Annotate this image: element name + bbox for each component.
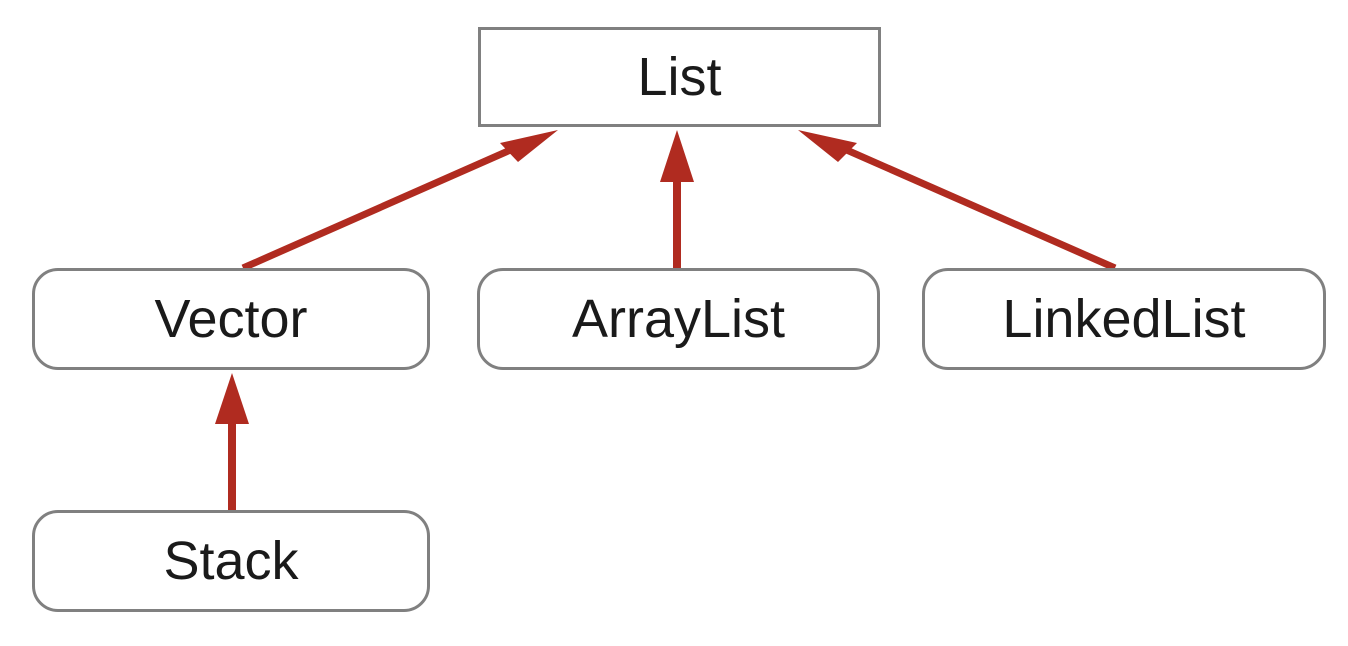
edge-linkedlist-to-list-arrowhead bbox=[798, 130, 857, 162]
edge-vector-to-list bbox=[241, 130, 558, 272]
node-linkedlist-label: LinkedList bbox=[1002, 289, 1246, 349]
node-list-label: List bbox=[637, 47, 722, 107]
edge-stack-to-vector-arrowhead bbox=[215, 373, 249, 424]
edge-vector-to-list-shaft bbox=[241, 140, 526, 272]
edge-stack-to-vector bbox=[215, 373, 249, 512]
edge-linkedlist-to-list bbox=[798, 130, 1117, 272]
node-arraylist[interactable]: ArrayList bbox=[477, 268, 880, 370]
node-arraylist-label: ArrayList bbox=[571, 289, 786, 349]
edge-linkedlist-to-list-shaft bbox=[831, 140, 1117, 272]
edge-vector-to-list-arrowhead bbox=[500, 130, 558, 162]
node-vector-label: Vector bbox=[154, 289, 308, 349]
edge-arraylist-to-list bbox=[660, 130, 694, 268]
node-linkedlist[interactable]: LinkedList bbox=[922, 268, 1326, 370]
node-stack[interactable]: Stack bbox=[32, 510, 430, 612]
node-stack-label: Stack bbox=[163, 531, 299, 591]
node-list[interactable]: List bbox=[478, 27, 881, 127]
node-vector[interactable]: Vector bbox=[32, 268, 430, 370]
edge-arraylist-to-list-arrowhead bbox=[660, 130, 694, 182]
